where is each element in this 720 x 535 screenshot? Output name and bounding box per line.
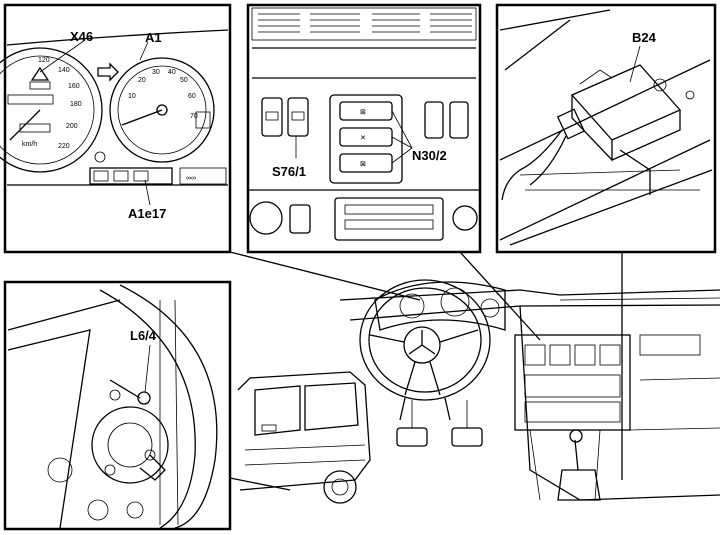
svg-text:⊠: ⊠	[360, 109, 366, 116]
callout-a1: A1	[145, 30, 162, 45]
center-console	[514, 334, 631, 431]
speedo-tick-label: 200	[66, 123, 78, 130]
callout-connectors	[229, 251, 541, 491]
speedo-tick-label: 180	[70, 101, 82, 108]
callout-a1e17: A1e17	[128, 206, 166, 221]
svg-text:∞∞: ∞∞	[186, 175, 196, 182]
tacho-tick-label: 40	[168, 69, 176, 76]
tacho-tick-label: 20	[138, 77, 146, 84]
callout-n30-2: N30/2	[412, 148, 447, 163]
inset-instrument-cluster: 120 140 160 180 200 220 km/h 10 20 30 40…	[0, 3, 232, 254]
tacho-tick-label: 10	[128, 93, 136, 100]
tacho-tick-label: 60	[188, 93, 196, 100]
callout-l6-4: L6/4	[130, 328, 157, 343]
speed-unit-label: km/h	[22, 141, 37, 148]
steering-wheel	[359, 279, 491, 401]
speedo-tick-label: 140	[58, 67, 70, 74]
svg-text:✕: ✕	[360, 135, 366, 142]
callout-x46: X46	[70, 29, 93, 44]
inset-switch-panel: ⊠ ✕ ⊠ S76/1 N30/2	[246, 3, 482, 254]
cockpit-scene	[339, 252, 720, 501]
speedo-tick-label: 160	[68, 83, 80, 90]
warning-triangle-icon	[30, 66, 50, 81]
inset-control-module: B24	[495, 3, 717, 254]
tacho-tick-label: 50	[180, 77, 188, 84]
callout-s76-1: S76/1	[272, 164, 306, 179]
turn-signal-arrow-icon	[97, 62, 119, 82]
svg-text:⊠: ⊠	[360, 161, 366, 168]
speedo-tick-label: 220	[58, 143, 70, 150]
tacho-tick-label: 30	[152, 69, 160, 76]
callout-b24: B24	[632, 30, 657, 45]
tacho-tick-label: 70	[190, 113, 198, 120]
inset-wheel-sensor: L6/4	[3, 280, 232, 531]
speedo-tick-label: 120	[38, 57, 50, 64]
vehicle-side-view	[237, 371, 371, 504]
